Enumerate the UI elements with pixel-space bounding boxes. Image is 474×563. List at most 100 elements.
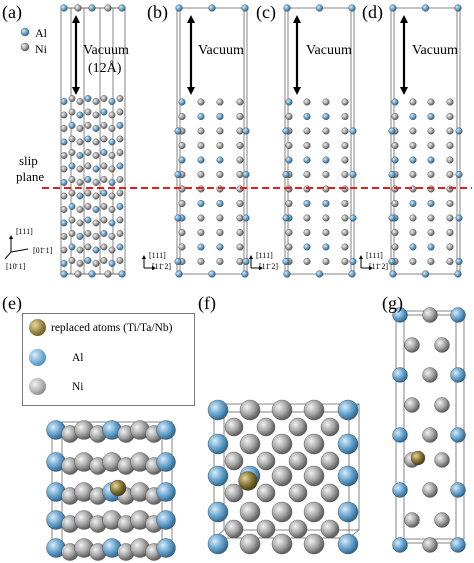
ni-atom: [100, 257, 108, 264]
ni-atom: [92, 111, 100, 119]
ni-atom: [303, 214, 311, 222]
al-atom: [421, 270, 430, 278]
ni-atom: [178, 243, 186, 251]
ni-atom: [236, 243, 244, 251]
al-atom: [337, 501, 359, 523]
al-atom: [337, 433, 359, 455]
axis-a-10-1: [10̄ 1]: [6, 262, 26, 271]
vacuum-arrow-head-up: [72, 15, 80, 23]
ni-atom: [68, 230, 76, 237]
ni-atom: [239, 501, 261, 523]
al-atom: [197, 112, 205, 120]
ni-atom: [84, 162, 92, 170]
al-atom: [116, 243, 124, 251]
ni-atom: [74, 4, 82, 12]
axis-glyph-c: [249, 255, 263, 270]
ni-atom: [320, 451, 340, 471]
ni-atom: [92, 233, 100, 240]
al-atom: [303, 199, 311, 207]
ni-atom: [92, 179, 100, 186]
ni-atom: [74, 270, 82, 278]
al-atom: [208, 270, 216, 278]
ni-atom: [236, 112, 244, 120]
ni-atom: [320, 519, 340, 539]
ni-atom: [236, 228, 244, 236]
ni-atom: [271, 501, 293, 523]
al-atom: [100, 189, 108, 197]
ni-atom: [256, 483, 276, 503]
ni-atom: [256, 451, 276, 471]
panel-label-c: (c): [256, 2, 276, 22]
ni-atom: [84, 230, 92, 237]
al-atom: [450, 427, 466, 443]
al-atom: [174, 258, 182, 266]
ni-atom: [236, 199, 244, 207]
axis-up-head: [142, 255, 146, 259]
axis-right: [10, 248, 29, 253]
ni-atom: [404, 337, 420, 353]
ni-atom: [303, 127, 311, 135]
ni-atom: [446, 98, 454, 106]
ni-atom: [427, 228, 435, 236]
ni-atom: [216, 214, 224, 222]
al-atom: [349, 258, 357, 266]
ni-atom: [224, 519, 244, 539]
al-atom: [392, 482, 408, 498]
replaced-atom-f: [238, 471, 258, 491]
al-atom: [315, 270, 324, 278]
al-atom: [242, 258, 250, 266]
axis-up-head: [359, 255, 363, 259]
al-atom: [68, 162, 76, 170]
ni-atom: [236, 98, 244, 106]
ni-atom: [236, 141, 244, 149]
ni-atom: [404, 397, 420, 413]
al-atom: [242, 127, 250, 135]
ni-atom: [224, 417, 244, 437]
ni-atom: [76, 98, 84, 105]
ni-atom: [285, 228, 293, 236]
al-atom: [392, 367, 408, 383]
ni-atom: [322, 141, 330, 149]
vacuum-arrow-head-up: [187, 15, 195, 23]
replaced-atom-e: [109, 479, 127, 497]
vacuum-arrow-head-down: [187, 87, 195, 95]
al-atom: [208, 4, 216, 12]
ni-atom: [108, 206, 116, 213]
al-atom: [116, 203, 124, 210]
al-atom: [156, 452, 176, 472]
ni-atom: [92, 98, 100, 105]
ni-atom: [92, 219, 100, 227]
ni-atom: [341, 214, 349, 222]
al-atom: [241, 4, 249, 12]
ni-atom: [422, 482, 438, 498]
ni-atom: [108, 125, 116, 132]
ni-atom: [197, 228, 205, 236]
ni-atom: [68, 189, 76, 197]
ni-atom: [391, 243, 399, 251]
ni-atom: [446, 156, 454, 164]
ni-atom: [271, 433, 293, 455]
ni-atom: [68, 95, 76, 102]
al-atom: [100, 149, 108, 156]
al-atom: [108, 179, 116, 186]
al-atom: [175, 270, 183, 278]
ni-atom: [404, 512, 420, 528]
axis-c-111: [111]: [256, 251, 273, 260]
al-atom: [322, 243, 330, 251]
legend-ni-label-top: Ni: [35, 42, 47, 56]
ni-atom: [341, 199, 349, 207]
ni-atom: [446, 228, 454, 236]
ni-atom: [446, 170, 454, 178]
ni-atom: [100, 176, 108, 183]
ni-atom: [409, 258, 417, 266]
ni-atom: [84, 189, 92, 197]
al-atom: [76, 233, 84, 240]
vacuum-arrow-d: [400, 15, 408, 95]
ni-atom: [409, 170, 417, 178]
axis-c-11-2: [11̄ 2]: [259, 262, 279, 271]
ni-atom: [236, 258, 244, 266]
ni-atom: [446, 214, 454, 222]
al-atom: [450, 482, 466, 498]
al-atom: [84, 257, 92, 264]
